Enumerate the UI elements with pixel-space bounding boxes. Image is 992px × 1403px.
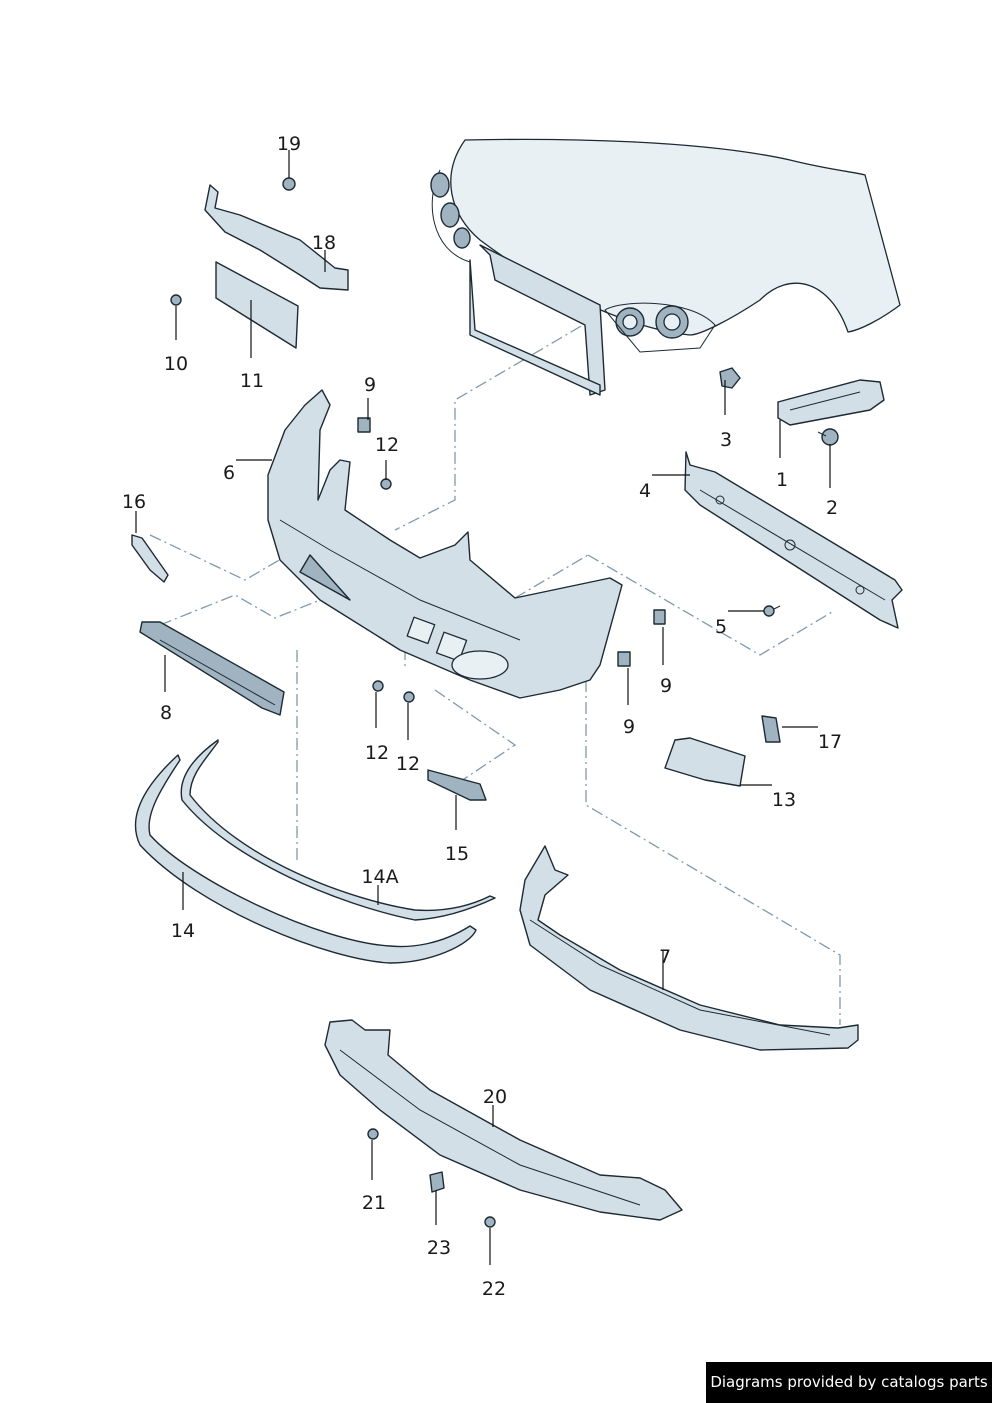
part-10-screw — [170, 294, 182, 306]
callout-7: 7 — [659, 946, 671, 968]
part-12-screw-left — [372, 680, 384, 692]
callout-22: 22 — [482, 1278, 506, 1300]
part-1-bracket — [777, 379, 885, 426]
callout-13: 13 — [772, 789, 796, 811]
callout-15: 15 — [445, 843, 469, 865]
part-12-screw-right — [403, 691, 415, 703]
part-9-clip-lower — [617, 651, 631, 667]
part-4-impact-beam — [684, 451, 903, 629]
part-17-clip — [761, 715, 781, 743]
part-2-screw — [817, 428, 839, 446]
callout-4: 4 — [639, 480, 651, 502]
leader-lines — [135, 150, 831, 1265]
part-21-screw — [367, 1128, 379, 1140]
part-16-trim — [131, 534, 169, 583]
part-12-screw-upper — [380, 478, 392, 490]
part-3-clip — [719, 367, 741, 389]
callout-5: 5 — [715, 616, 727, 638]
callout-19: 19 — [277, 133, 301, 155]
callout-12-left: 12 — [365, 742, 389, 764]
callout-21: 21 — [362, 1192, 386, 1214]
part-14a-trim-strip — [180, 739, 496, 921]
part-9-clip-upper — [357, 417, 371, 433]
callout-9-right: 9 — [660, 675, 672, 697]
callout-18: 18 — [312, 232, 336, 254]
part-5-bolt — [763, 605, 781, 617]
part-9-clip-right — [653, 609, 666, 625]
callout-12-upper: 12 — [375, 434, 399, 456]
callout-6: 6 — [223, 462, 235, 484]
callout-3: 3 — [720, 429, 732, 451]
part-7-lower-spoiler — [519, 845, 859, 1051]
callout-9-upper: 9 — [364, 374, 376, 396]
callout-11: 11 — [240, 370, 264, 392]
part-14-trim-strip — [134, 754, 477, 964]
callout-8: 8 — [160, 702, 172, 724]
callout-10: 10 — [164, 353, 188, 375]
callout-2: 2 — [826, 497, 838, 519]
part-11-license-plate-holder — [215, 261, 299, 349]
part-13-bracket — [664, 737, 746, 787]
callout-labels: 1 2 3 4 5 6 7 8 9 9 9 10 11 12 12 12 13 … — [122, 133, 842, 1300]
part-6-bumper-cover — [267, 389, 623, 699]
callout-14: 14 — [171, 920, 195, 942]
callout-9-lower: 9 — [623, 716, 635, 738]
credit-text: Diagrams provided by catalogs parts — [710, 1373, 988, 1391]
part-20-undertray — [324, 1019, 683, 1221]
part-23-clip — [429, 1171, 445, 1193]
credit-banner: Diagrams provided by catalogs parts — [706, 1362, 992, 1403]
callout-1: 1 — [776, 469, 788, 491]
callout-16: 16 — [122, 491, 146, 513]
callout-23: 23 — [427, 1237, 451, 1259]
part-8-grille — [139, 621, 285, 716]
part-15-reflector — [427, 769, 487, 801]
callout-14a: 14A — [361, 866, 398, 888]
part-22-screw — [484, 1216, 496, 1228]
callout-20: 20 — [483, 1086, 507, 1108]
part-19-screw — [282, 177, 296, 191]
callout-17: 17 — [818, 731, 842, 753]
callout-12-right: 12 — [396, 753, 420, 775]
vehicle-front-body — [430, 138, 901, 396]
part-18-bracket — [204, 184, 349, 291]
